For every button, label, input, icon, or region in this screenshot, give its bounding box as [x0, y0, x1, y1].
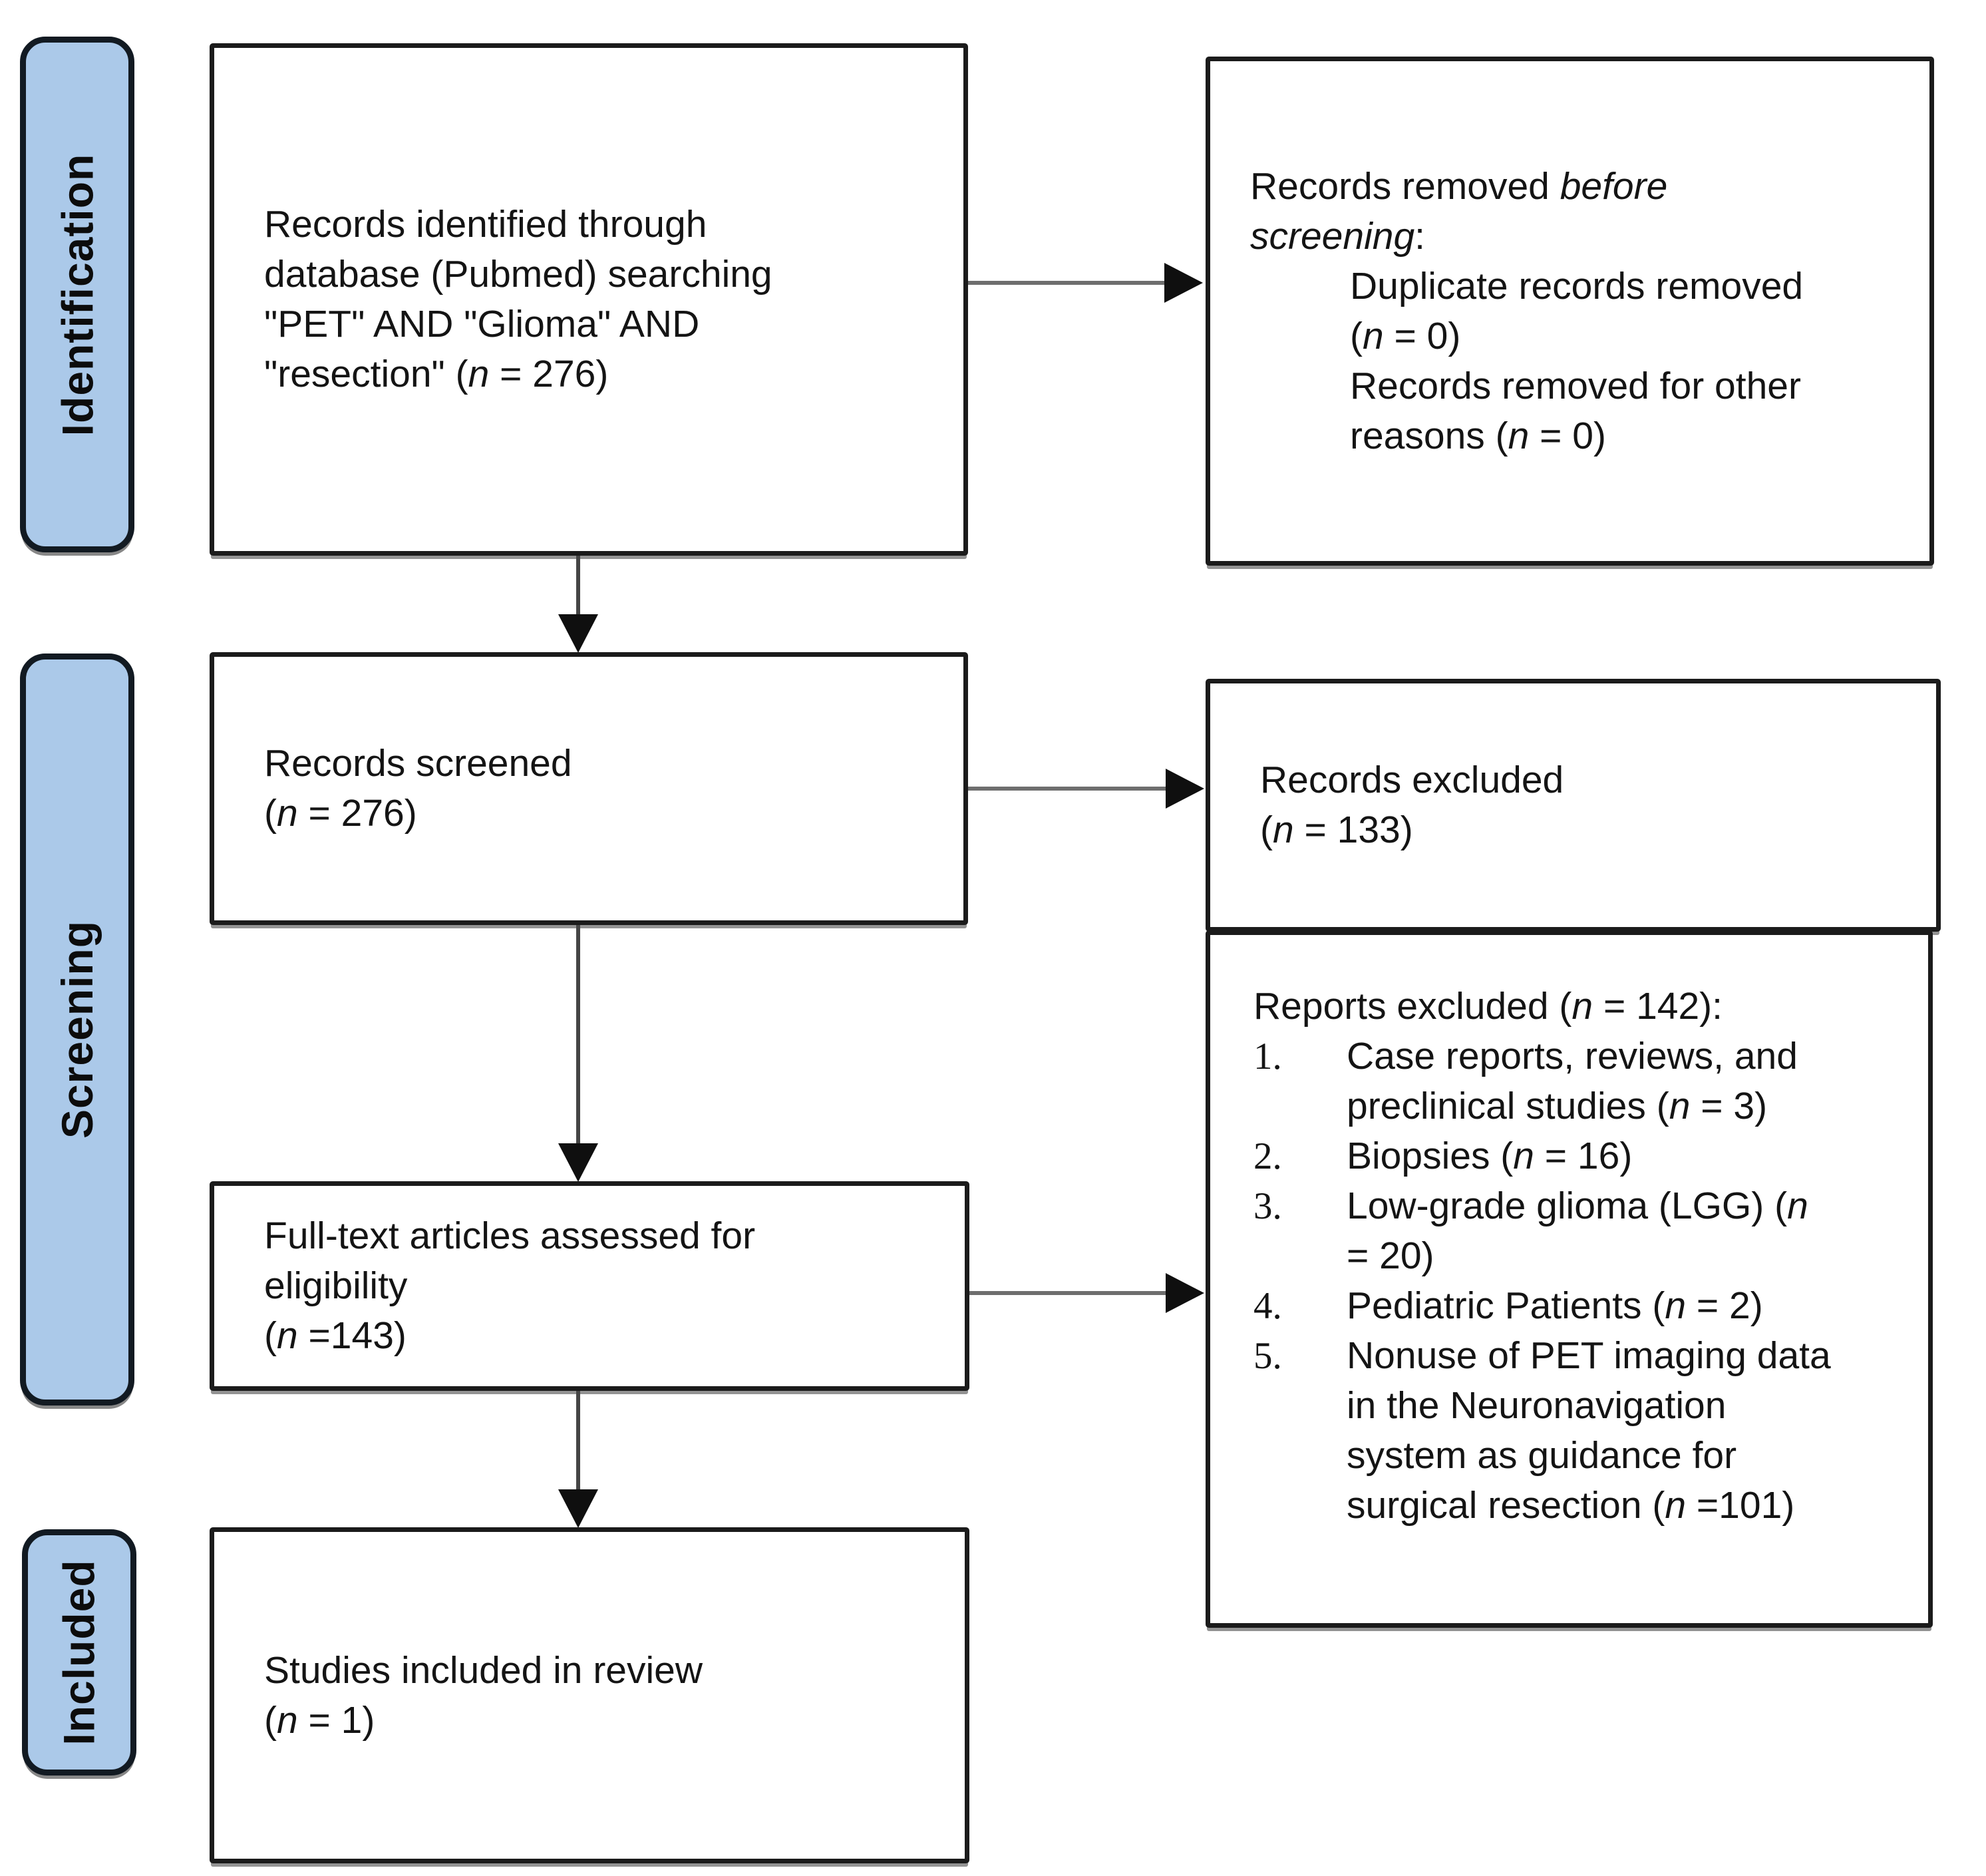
text-line: Records removed for other [1350, 364, 1801, 407]
list-item-lines: Nonuse of PET imaging data in the Neuron… [1347, 1331, 1898, 1531]
box-records-excluded-text: Records excluded (n = 133) [1210, 683, 1936, 927]
list-item: 5. Nonuse of PET imaging data in the Neu… [1253, 1331, 1898, 1531]
text-line: Pediatric Patients (n = 2) [1347, 1284, 1763, 1327]
arrow-identified-to-removed-line [968, 281, 1168, 285]
stage-tab-included: Included [22, 1529, 136, 1776]
text-line: eligibility [264, 1264, 408, 1307]
text-line: Case reports, reviews, and [1347, 1035, 1798, 1077]
text-line: system as guidance for [1347, 1434, 1737, 1477]
text-line: = 20) [1347, 1234, 1434, 1277]
list-item: 2. Biopsies (n = 16) [1253, 1131, 1898, 1181]
text-line: Studies included in review [264, 1648, 703, 1692]
box-records-screened-text: Records screened (n = 276) [214, 657, 963, 920]
text-line: (n = 0) [1350, 314, 1461, 357]
text-line: Records removed before [1250, 164, 1668, 208]
arrow-screened-to-fulltext-line [576, 925, 580, 1146]
text-line: database (Pubmed) searching [264, 253, 772, 295]
list-item: 4. Pediatric Patients (n = 2) [1253, 1281, 1898, 1331]
arrow-screened-to-excluded-line [968, 787, 1169, 791]
text-line: (n = 276) [264, 792, 417, 835]
reports-excluded-title: Reports excluded (n = 142): [1253, 985, 1723, 1028]
list-item-number: 5. [1253, 1335, 1282, 1377]
text-line: reasons (n = 0) [1350, 414, 1606, 457]
box-records-identified: Records identified through database (Pub… [210, 43, 968, 556]
text-line: Duplicate records removed [1350, 264, 1804, 307]
box-records-excluded: Records excluded (n = 133) [1206, 679, 1941, 932]
text-line: Records excluded [1260, 759, 1564, 801]
box-reports-excluded-text: Reports excluded (n = 142): 1. Case repo… [1210, 935, 1928, 1623]
stage-tab-identification: Identification [20, 37, 134, 552]
arrow-identified-to-screened-line [576, 556, 580, 622]
text-line: preclinical studies (n = 3) [1347, 1085, 1768, 1127]
list-item-number: 2. [1253, 1135, 1282, 1177]
stage-label-identification: Identification [53, 153, 102, 436]
box-fulltext-assessed-text: Full-text articles assessed for eligibil… [214, 1186, 965, 1386]
list-item-lines: Pediatric Patients (n = 2) [1347, 1281, 1898, 1331]
text-line: in the Neuronavigation [1347, 1384, 1727, 1427]
arrow-fulltext-to-reports-excluded-head [1166, 1273, 1204, 1313]
box-records-identified-text: Records identified through database (Pub… [214, 48, 963, 551]
list-item: 3. Low-grade glioma (LGG) (n = 20) [1253, 1181, 1898, 1281]
arrow-fulltext-to-reports-excluded-line [969, 1291, 1169, 1295]
list-item-number: 3. [1253, 1185, 1282, 1227]
list-item: 1. Case reports, reviews, and preclinica… [1253, 1032, 1898, 1131]
list-item-number: 4. [1253, 1285, 1282, 1327]
box-fulltext-assessed: Full-text articles assessed for eligibil… [210, 1181, 969, 1391]
text-line: (n = 133) [1260, 809, 1413, 851]
box-studies-included: Studies included in review (n = 1) [210, 1527, 969, 1863]
arrow-screened-to-fulltext-head [558, 1143, 598, 1182]
box-records-removed-before-screening: Records removed before screening: Duplic… [1206, 57, 1934, 566]
box-records-removed-text: Records removed before screening: Duplic… [1210, 61, 1929, 561]
arrow-fulltext-to-included-head [558, 1489, 598, 1528]
text-line: Full-text articles assessed for [264, 1215, 756, 1257]
list-item-lines: Biopsies (n = 16) [1347, 1131, 1898, 1181]
stage-tab-screening: Screening [20, 654, 134, 1406]
text-line: Records identified through [264, 203, 707, 246]
box-records-screened: Records screened (n = 276) [210, 652, 968, 925]
text-line: "resection" (n = 276) [264, 353, 609, 395]
text-line: Low-grade glioma (LGG) (n [1347, 1185, 1808, 1227]
arrow-identified-to-removed-head [1164, 263, 1203, 303]
box-studies-included-text: Studies included in review (n = 1) [214, 1532, 965, 1859]
text-line: surgical resection (n =101) [1347, 1484, 1795, 1527]
text-line: (n = 1) [264, 1698, 375, 1742]
list-item-lines: Case reports, reviews, and preclinical s… [1347, 1032, 1898, 1131]
arrow-fulltext-to-included-line [576, 1391, 580, 1492]
arrow-screened-to-excluded-head [1166, 769, 1204, 809]
list-item-lines: Low-grade glioma (LGG) (n = 20) [1347, 1181, 1898, 1281]
text-line: "PET" AND "Glioma" AND [264, 303, 700, 345]
arrow-identified-to-screened-head [558, 614, 598, 653]
text-line: (n =143) [264, 1314, 407, 1357]
text-line: screening: [1250, 214, 1425, 258]
text-line: Biopsies (n = 16) [1347, 1135, 1633, 1177]
box-reports-excluded: Reports excluded (n = 142): 1. Case repo… [1206, 930, 1933, 1628]
stage-label-screening: Screening [53, 920, 102, 1139]
text-line: Nonuse of PET imaging data [1347, 1334, 1831, 1377]
text-line: Records screened [264, 742, 572, 785]
list-item-number: 1. [1253, 1035, 1282, 1077]
stage-label-included: Included [55, 1559, 104, 1746]
